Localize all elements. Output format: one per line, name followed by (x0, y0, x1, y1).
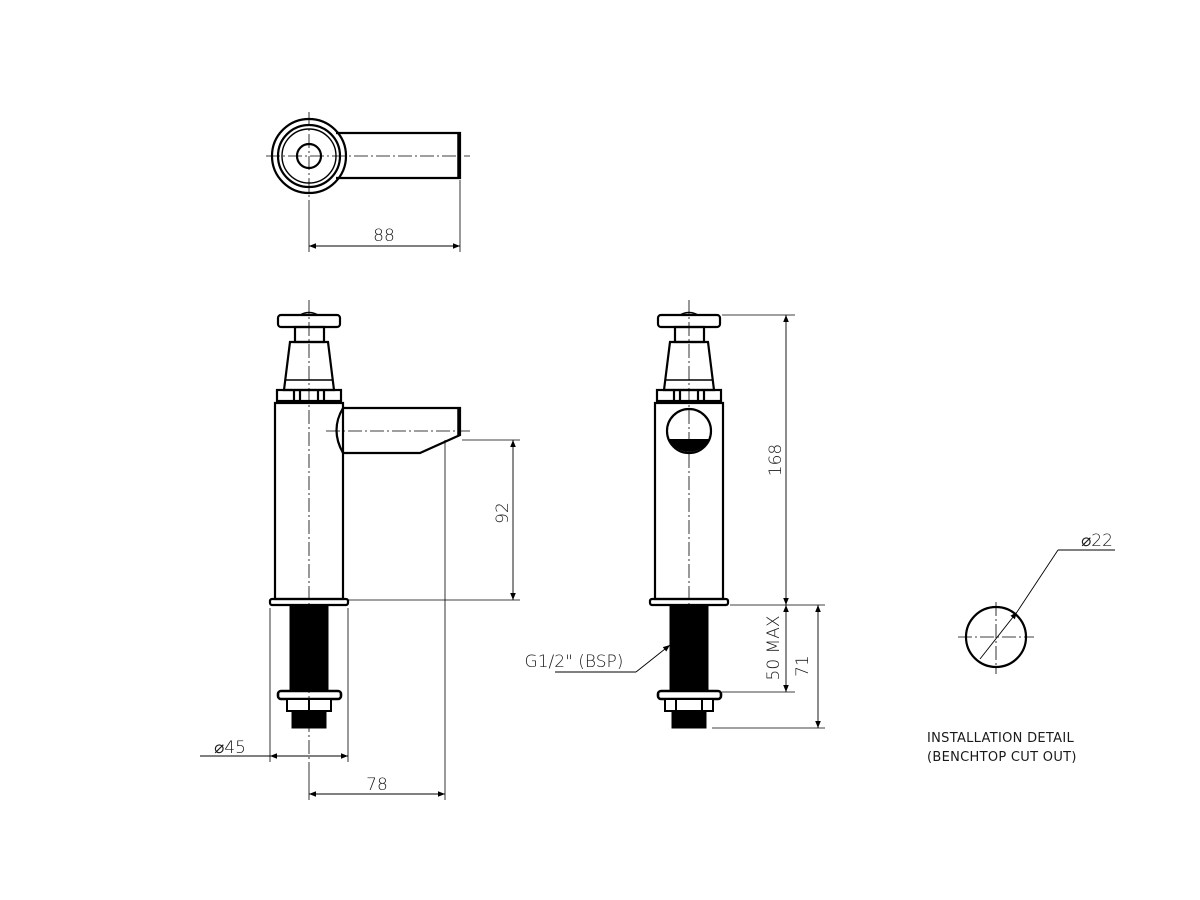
top-view: 88 (266, 112, 470, 252)
dimension-168-label: 168 (766, 444, 786, 476)
dimension-diameter-45-label: ⌀45 (214, 738, 246, 758)
installation-caption-line1: INSTALLATION DETAIL (927, 731, 1074, 746)
dimension-88-label: 88 (373, 226, 395, 246)
thread-callout-label: G1/2" (BSP) (525, 652, 624, 672)
installation-detail: ⌀22 INSTALLATION DETAIL (BENCHTOP CUT OU… (927, 531, 1115, 765)
dimension-diameter-22-label: ⌀22 (1081, 531, 1113, 551)
dimension-71-label: 71 (793, 655, 813, 677)
front-view: 168 50 MAX 71 G1/2" (BSP) (525, 300, 825, 729)
side-view: 92 ⌀45 78 (200, 300, 520, 800)
dimension-78-label: 78 (366, 775, 388, 795)
dimension-50-max-label: 50 MAX (764, 616, 784, 681)
installation-caption-line2: (BENCHTOP CUT OUT) (927, 750, 1077, 765)
dimension-92-label: 92 (493, 502, 513, 524)
